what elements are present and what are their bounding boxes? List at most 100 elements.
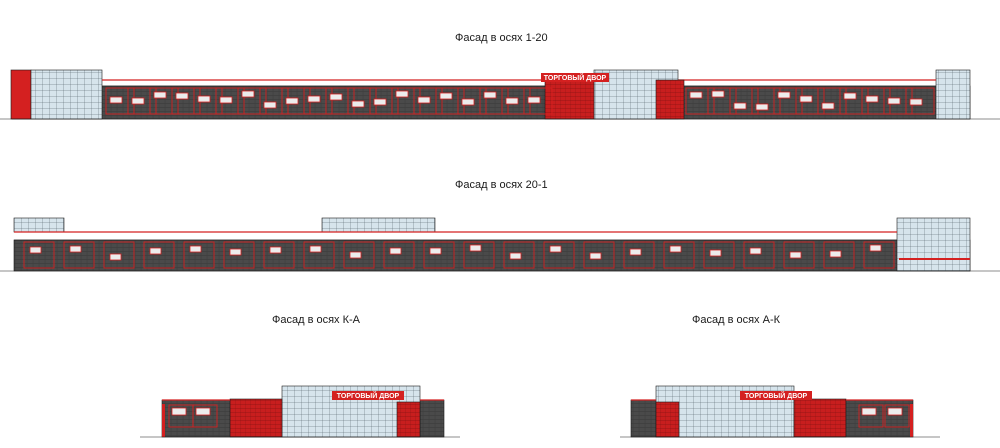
facade-1-20-frame	[729, 87, 759, 115]
facade-20-1-frame	[743, 241, 775, 269]
facade-20-1-frame	[463, 241, 495, 269]
facade-1-20-window	[505, 97, 519, 105]
facade-1-20-frame	[523, 87, 553, 115]
facade-1-20-window	[131, 97, 145, 105]
facade-a-k-frame	[858, 404, 884, 428]
facade-20-1-frame	[703, 241, 735, 269]
facade-20-1-window	[149, 247, 162, 255]
facade-1-20-window	[175, 92, 189, 100]
facade-20-1-frame	[343, 241, 375, 269]
facade-1-20-window	[733, 102, 747, 110]
facade-1-20-window	[887, 97, 901, 105]
facade-20-1-window	[829, 250, 842, 258]
facade-a-k-window	[861, 407, 877, 416]
facade-1-20-window	[307, 95, 321, 103]
facade-20-1-window	[349, 251, 362, 259]
facade-1-20-window	[777, 91, 791, 99]
facade-1-20-frame	[369, 87, 399, 115]
facade-1-20-window	[109, 96, 123, 104]
facade-20-1-window	[869, 244, 882, 252]
facade-20-1-frame	[503, 241, 535, 269]
facade-1-20-window	[909, 98, 923, 106]
facade-20-1-frame	[303, 241, 335, 269]
facade-20-1-frame	[583, 241, 615, 269]
facade-20-1-frame	[663, 241, 695, 269]
facade-20-1-frame	[623, 241, 655, 269]
facade-title-a-k: Фасад в осях А-К	[692, 314, 781, 326]
facade-1-20-window	[711, 90, 725, 98]
facade-a-k-sign: ТОРГОВЫЙ ДВОР	[745, 391, 808, 400]
facade-1-20-window	[843, 92, 857, 100]
facade-k-a	[140, 385, 460, 438]
facade-1-20-frame	[685, 87, 715, 115]
facade-1-20-sign: ТОРГОВЫЙ ДВОР	[544, 73, 607, 82]
facade-1-20-window	[483, 91, 497, 99]
facade-1-20-frame	[303, 87, 333, 115]
facade-1-20-frame	[795, 87, 825, 115]
facade-title-20-1: Фасад в осях 20-1	[455, 179, 548, 191]
facade-20-1-frame	[863, 241, 895, 269]
facade-20-1-window	[389, 247, 402, 255]
facade-20-1-window	[589, 252, 602, 260]
facade-k-a-frame	[192, 404, 218, 428]
facade-1-20-frame	[413, 87, 443, 115]
facade-1-20-frame	[215, 87, 245, 115]
facade-1-20-window	[395, 90, 409, 98]
facade-1-20-window	[329, 93, 343, 101]
facade-1-20-window	[351, 100, 365, 108]
facade-a-k-frame	[884, 404, 910, 428]
facade-20-1-window	[109, 253, 122, 261]
facade-20-1-frame	[183, 241, 215, 269]
facade-20-1-window	[549, 245, 562, 253]
facade-1-20-window	[799, 95, 813, 103]
facade-20-1-window	[789, 251, 802, 259]
facade-1-20-frame	[237, 87, 267, 115]
facade-1-20-window	[865, 95, 879, 103]
facade-title-k-a: Фасад в осях К-А	[272, 314, 361, 326]
facade-20-1-window	[509, 252, 522, 260]
facade-20-1-window	[29, 246, 42, 254]
facade-20-1	[0, 217, 1000, 272]
facade-20-1-frame	[103, 241, 135, 269]
facade-20-1-window	[229, 248, 242, 256]
facade-1-20-window	[755, 103, 769, 111]
facade-20-1-frame	[783, 241, 815, 269]
facade-20-1-window	[749, 247, 762, 255]
facade-20-1-window	[269, 246, 282, 254]
facade-20-1-frame	[263, 241, 295, 269]
facade-20-1-window	[189, 245, 202, 253]
facade-20-1-frame	[223, 241, 255, 269]
facade-1-20-window	[527, 96, 541, 104]
facade-20-1-window	[709, 249, 722, 257]
facade-1-20-window	[219, 96, 233, 104]
facade-1-20-frame	[127, 87, 157, 115]
facade-20-1-window	[69, 245, 82, 253]
facade-k-a-window	[171, 407, 187, 416]
facade-20-1-frame	[423, 241, 455, 269]
facade-20-1-window	[629, 248, 642, 256]
facade-k-a-window	[195, 407, 211, 416]
facade-1-20-window	[439, 92, 453, 100]
facade-20-1-frame	[823, 241, 855, 269]
facade-1-20	[0, 69, 1000, 120]
facade-1-20-frame	[751, 87, 781, 115]
facade-a-k	[620, 385, 940, 438]
facade-20-1-frame	[143, 241, 175, 269]
facade-1-20-frame	[707, 87, 737, 115]
facade-20-1-frame	[63, 241, 95, 269]
facade-1-20-window	[197, 95, 211, 103]
facade-20-1-window	[309, 245, 322, 253]
facade-20-1-window	[429, 247, 442, 255]
facade-title-1-20: Фасад в осях 1-20	[455, 32, 548, 44]
facade-20-1-window	[669, 245, 682, 253]
facade-1-20-frame	[905, 87, 935, 115]
facade-1-20-frame	[149, 87, 179, 115]
facade-20-1-window	[469, 244, 482, 252]
facade-1-20-frame	[817, 87, 847, 115]
facade-1-20-window	[373, 98, 387, 106]
facade-1-20-window	[153, 91, 167, 99]
facade-1-20-window	[689, 91, 703, 99]
facade-k-a-sign: ТОРГОВЫЙ ДВОР	[337, 391, 400, 400]
facade-1-20-window	[241, 90, 255, 98]
